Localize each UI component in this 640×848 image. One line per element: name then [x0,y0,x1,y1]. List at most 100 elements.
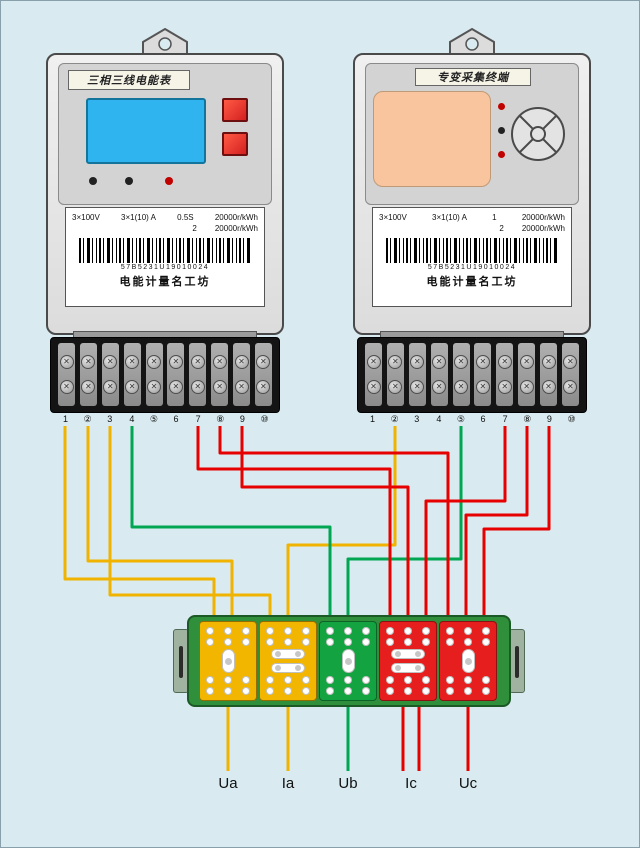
terminal-hole [224,676,232,684]
terminal-screw-icon: ✕ [454,380,468,395]
terminal-hole [446,676,454,684]
spec-row: 3×100V 3×1(10) A 0.5S 20000r/kWh [66,208,264,222]
terminal-number: 4 [436,414,442,424]
terminal-8: ✕✕ [211,343,229,406]
terminal-screw-icon: ✕ [103,354,118,369]
junction-section-ic [379,621,437,701]
spec-row: 2 20000r/kWh [66,222,264,233]
wire-red-right-t8 [464,426,529,623]
terminal-hole [326,676,334,684]
terminal-hole [464,638,472,646]
terminal-2: ✕✕ [386,343,404,406]
terminal-number: 9 [546,414,552,424]
meter-right-title: 专变采集终端 [415,68,531,86]
wire-red-left-t9 [240,426,410,623]
spec-class: 1 [492,213,497,222]
terminal-number: ⑩ [260,414,269,424]
terminal-hole [422,638,430,646]
terminal-hole [482,687,490,695]
terminal-9: ✕✕ [233,343,250,406]
meter-right-nameplate: 3×100V 3×1(10) A 1 20000r/kWh 2 20000r/k… [372,207,572,307]
indicator-dot-black [125,177,133,185]
terminal-hole [326,687,334,695]
terminal-6: ✕✕ [167,343,185,406]
terminal-number: 7 [502,414,508,424]
terminal-hole [464,676,472,684]
test-switch [221,649,235,673]
meter-right-terminal-strip: ✕✕✕✕✕✕✕✕✕✕✕✕✕✕✕✕✕✕✕✕ [357,337,587,413]
terminal-screw-icon: ✕ [432,354,447,369]
wire-red-right-t7 [424,426,507,623]
junction-section-ub [319,621,377,701]
test-switch [461,649,475,673]
terminal-number: ⑧ [523,414,532,424]
spec-constant-1: 20000r/kWh [214,213,258,222]
terminal-hole [344,627,352,635]
spec-constant-2: 20000r/kWh [521,224,565,233]
indicator-dot-red [498,103,505,110]
terminal-screw-icon: ✕ [410,380,425,395]
terminal-hole [386,627,394,635]
indicator-dot-black [498,127,505,134]
junction-section-ua [199,621,257,701]
terminal-number: 1 [62,414,68,424]
terminal-number: 1 [369,414,375,424]
terminal-screw-icon: ✕ [563,380,578,395]
lcd-display [86,98,206,164]
terminal-screw-icon: ✕ [212,380,227,395]
terminal-hole [446,638,454,646]
link-bar [391,663,425,673]
link-bar [271,663,305,673]
terminal-hole [206,627,214,635]
terminal-hole [206,687,214,695]
terminal-screw-icon: ✕ [519,354,534,369]
terminal-hole [404,676,412,684]
spec-current: 3×1(10) A [121,213,156,222]
terminal-screw-icon: ✕ [256,380,271,395]
wire-green-left-t4 [130,426,332,623]
terminal-hole [224,627,232,635]
link-bars [271,649,305,673]
terminal-number: 9 [239,414,245,424]
terminal-hole [404,627,412,635]
terminal-screw-icon: ✕ [168,354,183,369]
terminal-hole [266,627,274,635]
terminal-hole [224,638,232,646]
terminal-hole [482,676,490,684]
test-switch [341,649,355,673]
terminal-9: ✕✕ [540,343,557,406]
terminal-number: 3 [414,414,420,424]
terminal-hole [446,687,454,695]
phase-label-ic: Ic [405,775,417,792]
terminal-hole [302,676,310,684]
terminal-screw-icon: ✕ [519,380,534,395]
brand-text: 电能计量名工坊 [119,276,211,288]
terminal-7: ✕✕ [496,343,514,406]
terminal-hole [242,638,250,646]
terminal-hole [386,638,394,646]
terminal-hole [302,687,310,695]
terminal-units: ✕✕✕✕✕✕✕✕✕✕✕✕✕✕✕✕✕✕✕✕ [58,343,272,406]
terminal-hole [386,676,394,684]
terminal-hole [284,638,292,646]
phase-label-ua: Ua [218,775,238,792]
wire-yellow-left-t3 [108,426,272,623]
terminal-hole [266,687,274,695]
terminal-screw-icon: ✕ [432,380,447,395]
terminal-hole [302,627,310,635]
terminal-screw-icon: ✕ [168,380,183,395]
terminal-hole [206,676,214,684]
mounting-tab [142,27,188,55]
terminal-screw-icon: ✕ [454,354,468,369]
terminal-screw-icon: ✕ [125,380,140,395]
terminal-hole [242,676,250,684]
terminal-screw-icon: ✕ [497,354,512,369]
terminal-hole [404,638,412,646]
terminal-5: ✕✕ [145,343,163,406]
junction-box [173,611,525,711]
terminal-hole [464,627,472,635]
terminal-hole [362,676,370,684]
link-bars [391,649,425,673]
